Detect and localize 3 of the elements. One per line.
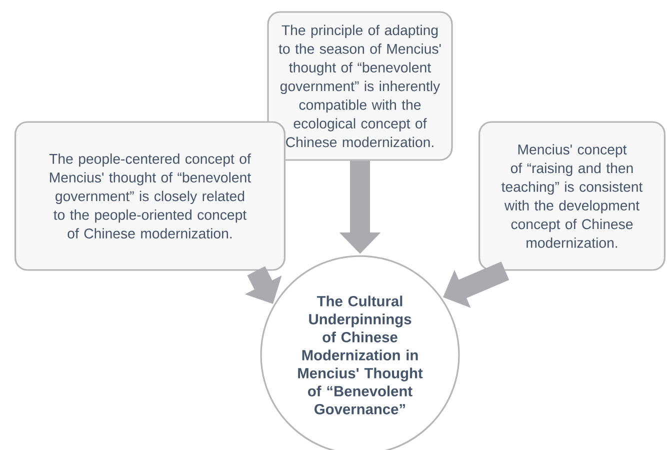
- text-box: The principle of adapting to the season of Mencius' thought of “benevolent government” is inherently compatible with the ecological concept of Chinese modernization.: [267, 11, 453, 161]
- text-box: Mencius' concept of “raising and then teaching” is consistent with the development concept of Chinese modernization.: [478, 121, 666, 271]
- text-box: The people-centered concept of Mencius' thought of “benevolent government” is closely related to the people-oriented concept of Chinese modernization.: [14, 121, 286, 271]
